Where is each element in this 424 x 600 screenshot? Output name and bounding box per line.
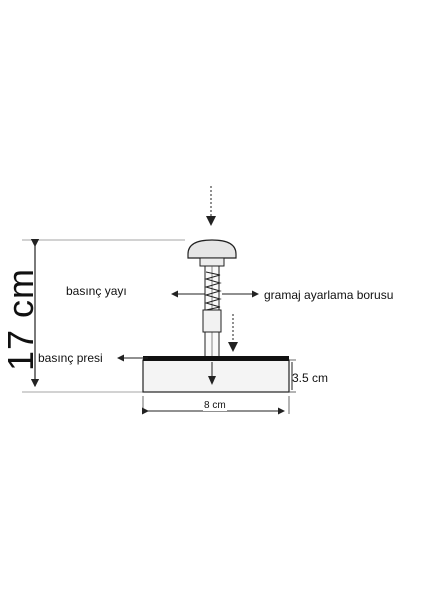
height-dimension: [22, 238, 185, 393]
weight-tube-label: gramaj ayarlama borusu: [264, 288, 394, 302]
base-height-label: 3.5 cm: [292, 371, 329, 385]
press-plate: [143, 356, 289, 361]
plate-force-arrow: [228, 314, 238, 352]
base-height-dimension: [289, 359, 296, 393]
spring-label: basınç yayı: [66, 284, 127, 298]
height-label: 17 cm: [0, 267, 41, 371]
base-width-dimension: [142, 396, 290, 415]
knob: [187, 239, 237, 267]
press-label: basınç presi: [38, 351, 103, 365]
base-width-label: 8 cm: [203, 400, 227, 411]
base: [142, 356, 290, 393]
weight-adjust-tube: [202, 265, 222, 359]
top-force-arrow: [206, 186, 216, 226]
base-down-arrow: [208, 362, 216, 385]
pressure-spring: [204, 271, 222, 311]
